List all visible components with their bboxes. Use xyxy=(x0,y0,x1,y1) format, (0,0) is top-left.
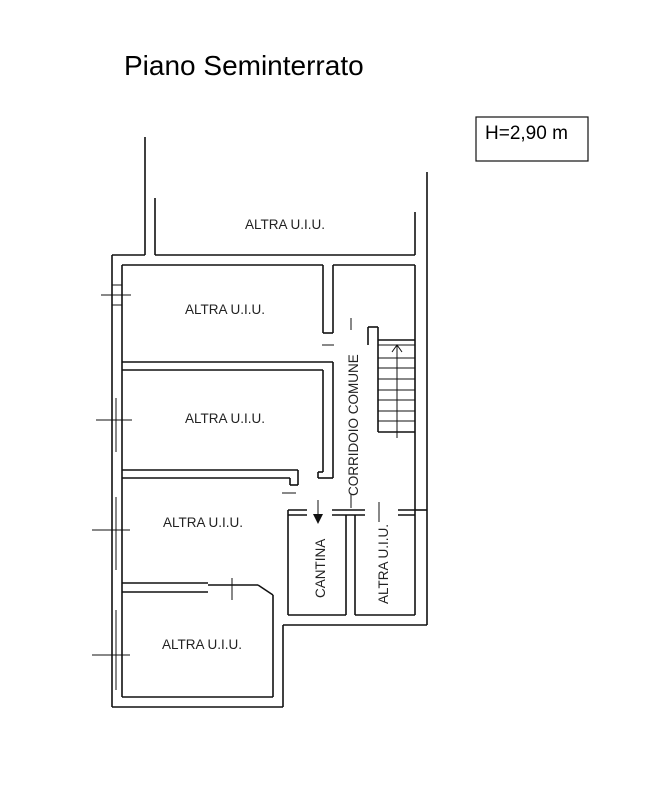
room-label-unit-2: ALTRA U.I.U. xyxy=(185,411,265,426)
window-markers xyxy=(92,284,132,690)
plan-title: Piano Seminterrato xyxy=(124,50,364,81)
room-label-cellar: CANTINA xyxy=(313,539,328,598)
room-label-top-unit: ALTRA U.I.U. xyxy=(245,217,325,232)
height-box xyxy=(475,116,589,162)
staircase xyxy=(367,326,415,438)
room-label-small-unit: ALTRA U.I.U. xyxy=(376,524,391,604)
room-label-corridor: CORRIDOIO COMUNE xyxy=(346,354,361,496)
room-label-unit-1: ALTRA U.I.U. xyxy=(185,302,265,317)
building-walls xyxy=(111,255,427,708)
room-label-unit-4: ALTRA U.I.U. xyxy=(162,637,242,652)
door-markers xyxy=(231,318,380,600)
entry-arrow xyxy=(313,500,323,524)
height-label: H=2,90 m xyxy=(485,123,568,144)
room-label-unit-3: ALTRA U.I.U. xyxy=(163,515,243,530)
outer-context-walls xyxy=(112,137,428,625)
